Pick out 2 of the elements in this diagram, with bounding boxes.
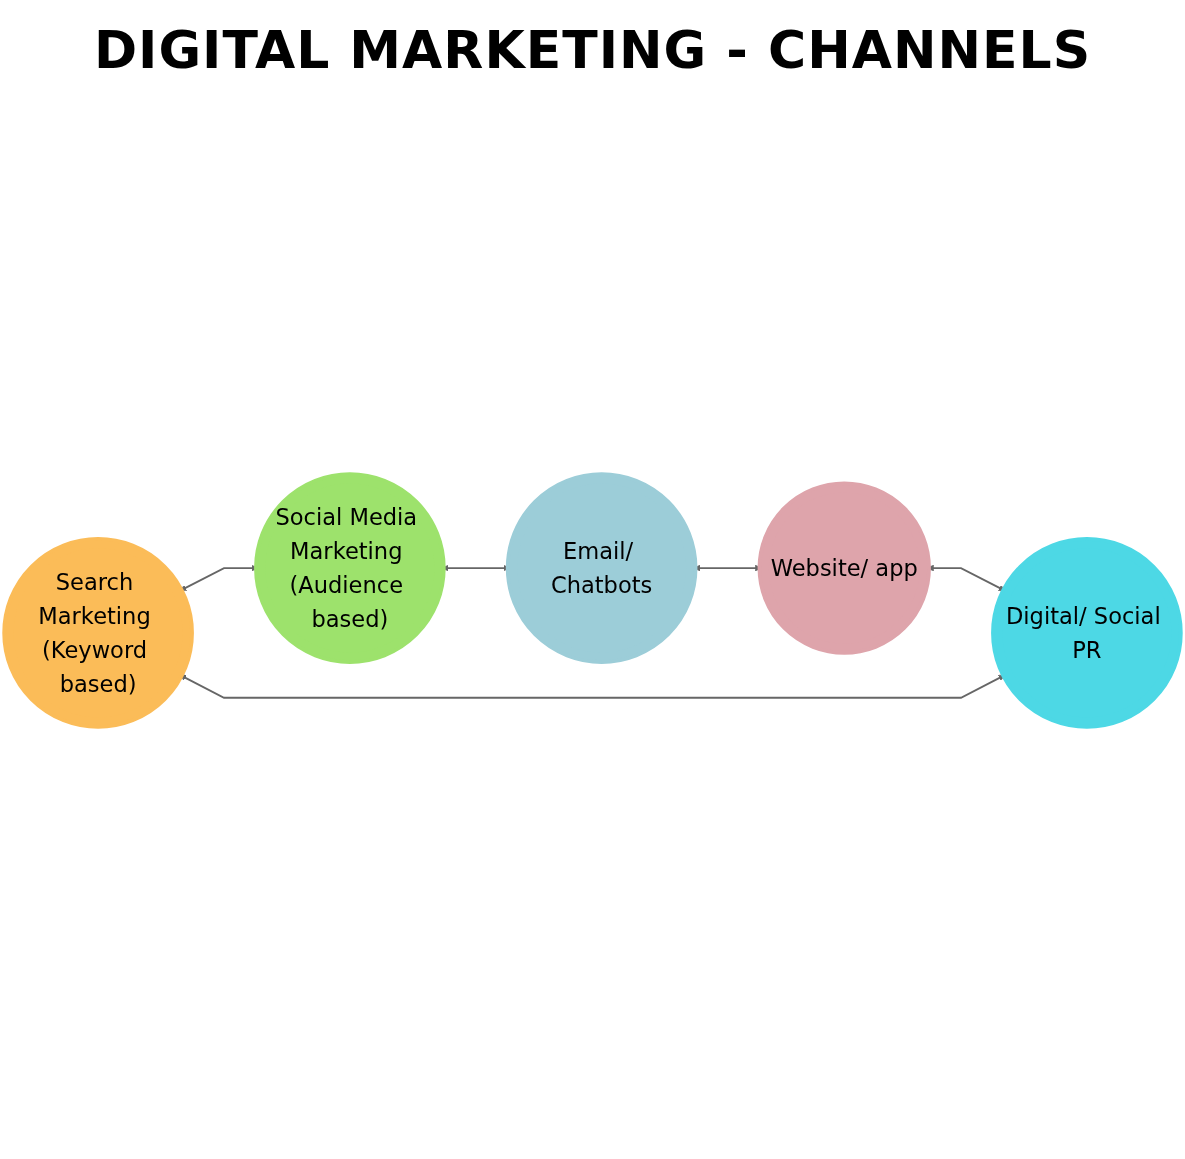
diagram-title: DIGITAL MARKETING - CHANNELS [92,20,1093,80]
node-circle: Email/ Chatbots [505,471,698,664]
